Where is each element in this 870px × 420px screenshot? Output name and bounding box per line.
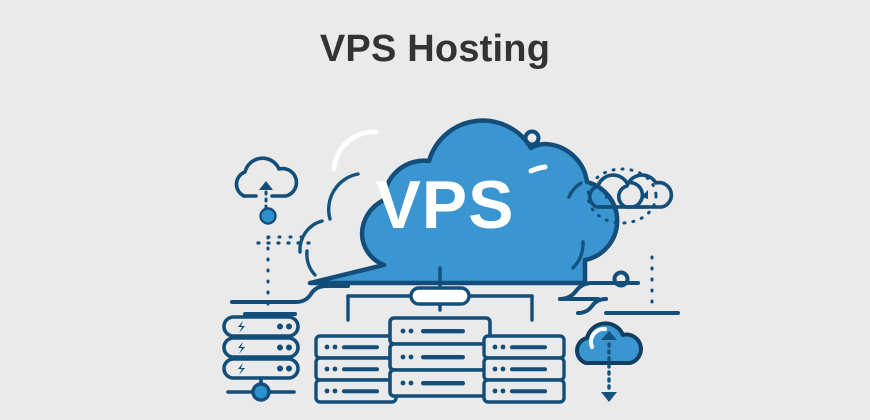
page-title: VPS Hosting bbox=[319, 28, 551, 70]
wave-line-left-upper bbox=[230, 284, 350, 304]
cloud-upload-icon bbox=[234, 156, 299, 225]
cloud-to-rack-connector bbox=[346, 266, 534, 322]
main-cloud bbox=[298, 118, 620, 286]
server-unit bbox=[314, 378, 398, 404]
dotted-path-left bbox=[266, 235, 310, 307]
server-rack-left bbox=[314, 334, 398, 404]
server-rack-right bbox=[482, 334, 566, 404]
wave-line-right-upper bbox=[558, 281, 640, 301]
server-unit bbox=[388, 316, 492, 346]
server-unit bbox=[482, 356, 566, 382]
ring-dot-icon-right bbox=[612, 270, 630, 288]
ring-dot-icon-top bbox=[523, 129, 541, 147]
server-unit bbox=[314, 334, 398, 360]
cloud-sync-icon bbox=[586, 167, 674, 225]
server-unit bbox=[482, 334, 566, 360]
database-stack-icon bbox=[222, 315, 300, 402]
server-unit bbox=[388, 342, 492, 372]
server-unit bbox=[388, 368, 492, 398]
server-unit bbox=[314, 356, 398, 382]
server-unit bbox=[482, 378, 566, 404]
wave-line-right-lower bbox=[576, 297, 680, 315]
ring-dot-icon-left bbox=[300, 194, 310, 204]
server-rack-center bbox=[388, 316, 492, 398]
cloud-transfer-icon bbox=[575, 321, 643, 402]
